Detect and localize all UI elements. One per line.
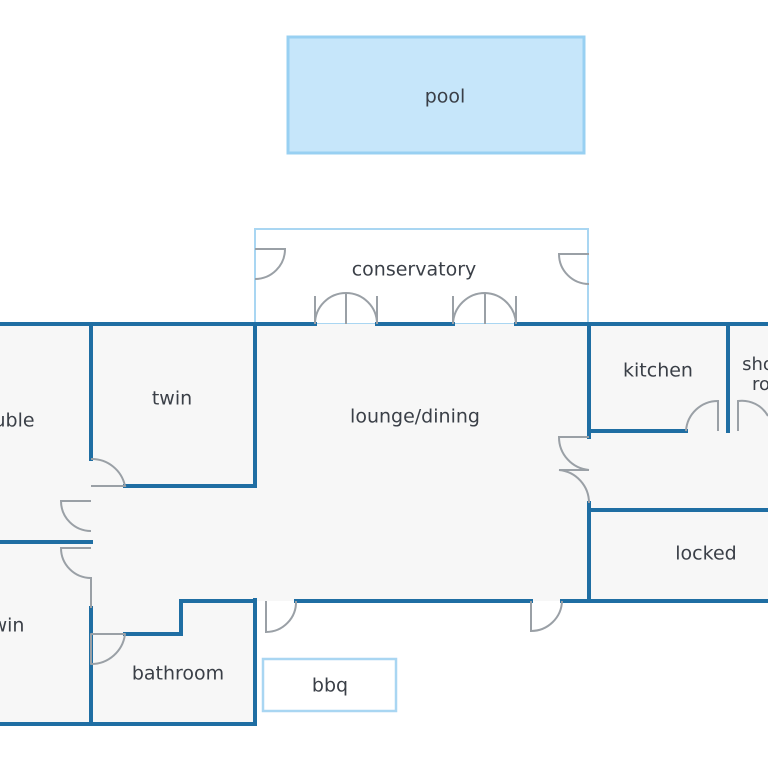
shower-room-label-line1: sho xyxy=(742,354,768,375)
floor-fills xyxy=(0,324,768,724)
twin-lower-label: win xyxy=(0,615,24,637)
shower-room-label-line2: ro xyxy=(752,374,768,395)
locked-label: locked xyxy=(675,543,736,565)
pool-label: pool xyxy=(425,86,466,108)
twin-upper-label: twin xyxy=(152,388,192,410)
conservatory-label: conservatory xyxy=(352,259,477,281)
double-label: uble xyxy=(0,410,35,432)
walls xyxy=(0,322,768,726)
bbq-area xyxy=(261,657,398,713)
kitchen-label: kitchen xyxy=(623,360,693,382)
lounge-label: lounge/dining xyxy=(350,406,480,428)
conservatory-area xyxy=(254,228,589,325)
doors xyxy=(59,248,768,666)
bbq-label: bbq xyxy=(312,675,348,697)
bathroom-label: bathroom xyxy=(132,663,224,685)
pool-area xyxy=(286,35,586,155)
